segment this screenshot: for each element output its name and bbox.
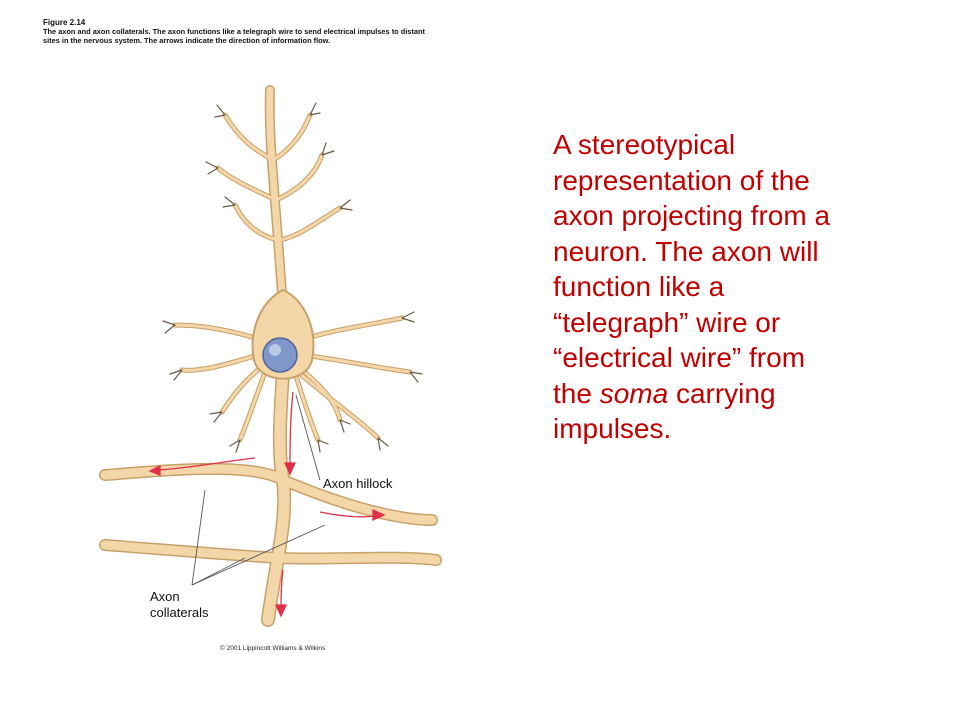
description-line-8-pre: the <box>553 377 600 409</box>
description-line-7: “electrical wire” from <box>553 342 806 373</box>
description-text: A stereotypical representation of the ax… <box>553 127 893 447</box>
arrow-head-left <box>148 464 161 476</box>
axon-hillock-label: Axon hillock <box>323 476 393 491</box>
caption-line-2: sites in the nervous system. The arrows … <box>43 36 331 45</box>
axon-collaterals-label: Axon collaterals <box>150 589 209 621</box>
leader-lines <box>191 394 326 586</box>
description-line-8: the soma carrying <box>553 376 893 412</box>
description-line-8-post: carrying <box>668 377 776 409</box>
arrow-head-right <box>372 508 386 522</box>
description-line-3: axon projecting from a <box>553 200 831 231</box>
nucleus <box>262 337 298 373</box>
description-line-6: “telegraph” wire or <box>553 306 781 338</box>
description-line-9: impulses. <box>553 413 672 444</box>
figure-number: Figure 2.14 <box>43 18 86 27</box>
axon-collaterals-label-line-1: Axon <box>150 589 180 604</box>
copyright-notice: © 2001 Lippincott Williams & Wilkins <box>220 645 326 652</box>
axon-collaterals-label-line-2: collaterals <box>150 605 209 620</box>
neuron-illustration <box>99 85 442 627</box>
description-line-4: neuron. The axon will <box>553 235 819 267</box>
description-line-2: representation of the <box>553 164 810 196</box>
soma-term: soma <box>599 377 669 409</box>
direction-arrows <box>148 391 386 618</box>
arrow-head-down-upper <box>283 462 297 476</box>
caption-line-1: The axon and axon collaterals. The axon … <box>43 27 425 36</box>
figure-caption: Figure 2.14 The axon and axon collateral… <box>43 18 563 45</box>
description-line-1: A stereotypical <box>553 129 736 160</box>
arrow-head-down-lower <box>274 604 288 618</box>
description-line-5: function like a <box>553 271 725 302</box>
